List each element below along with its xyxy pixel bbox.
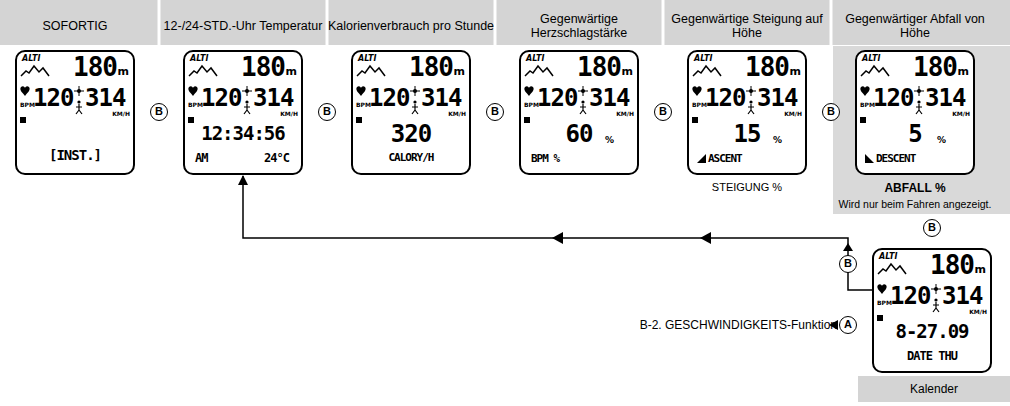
altitude-tag: ALTI (694, 55, 712, 63)
altitude-tag: ALTI (862, 55, 880, 63)
unit-label: m (790, 66, 801, 77)
lcd-screen: 12-/24-STD.-Uhr TemperaturALTI180mBPM120… (183, 50, 303, 175)
button-symbol: B (822, 103, 840, 121)
caption-text: STEIGUNG % (689, 182, 805, 193)
heart-rate-value: 120 (890, 284, 930, 308)
ride-only-panel (833, 46, 1010, 214)
lcd-screen: SOFORTIGALTI180mBPM120314KM/H[INST.] (15, 50, 135, 175)
speed-value: 314 (925, 86, 965, 110)
heart-rate-value: 120 (873, 86, 913, 110)
clock-value: 12:34:56 (185, 124, 301, 143)
altitude-value: 180 (930, 252, 974, 278)
button-symbol: B (486, 103, 504, 121)
calendar-band (858, 376, 1010, 402)
altitude-value: 180 (913, 54, 957, 80)
unit-label: BPM (877, 300, 892, 306)
unit-label: KM/H (952, 111, 970, 117)
calorie-value: 320 (353, 122, 469, 146)
mode-text: BPM % (531, 153, 559, 164)
lcd-screen: Gegenwärtige Steigung auf HöheALTI180mBP… (687, 50, 807, 175)
unit-label: m (975, 264, 986, 275)
unit-label: KM/H (448, 111, 466, 117)
speed-value: 314 (85, 86, 125, 110)
heart-rate-value: 120 (705, 86, 745, 110)
mode-text: [INST.] (17, 148, 133, 162)
button-symbol: B (150, 103, 168, 121)
mode-heading: Gegenwärtige Steigung auf Höhe (663, 3, 831, 49)
caption-text: ABFALL % (857, 182, 973, 194)
mode-text: AM (195, 152, 207, 164)
note-text: B-2. GESCHWINDIGKEITS-Funktion (640, 318, 837, 332)
speed-value: 314 (253, 86, 293, 110)
unit-label: KM/H (784, 111, 802, 117)
heart-rate-value: 120 (33, 86, 73, 110)
altitude-value: 180 (577, 54, 621, 80)
unit-label: KM/H (280, 111, 298, 117)
unit-label: BPM (692, 102, 707, 108)
unit-label: KM/H (112, 111, 130, 117)
unit-label: m (454, 66, 465, 77)
flow-connector (243, 176, 872, 290)
button-symbol: B (839, 255, 857, 273)
mode-heading: Kalender (860, 383, 1008, 395)
mode-text: CALORY/H (353, 152, 469, 163)
heart-rate-value: 120 (369, 86, 409, 110)
note-text: Wird nur beim Fahren angezeigt. (819, 199, 1010, 210)
heart-rate-value: 120 (537, 86, 577, 110)
altitude-value: 180 (409, 54, 453, 80)
altitude-value: 180 (73, 54, 117, 80)
mode-text: DATE THU (874, 350, 990, 362)
unit-label: BPM (20, 102, 35, 108)
unit-label: m (118, 66, 129, 77)
unit-label: m (286, 66, 297, 77)
unit-label: KM/H (616, 111, 634, 117)
altitude-tag: ALTI (358, 55, 376, 63)
unit-label: % (937, 136, 946, 145)
mode-heading: Kalorienverbrauch pro Stunde (327, 3, 495, 49)
button-symbol: B (318, 103, 336, 121)
mode-heading: SOFORTIG (0, 3, 159, 49)
mode-heading: 12-/24-STD.-Uhr Temperatur (159, 3, 327, 49)
speed-value: 314 (942, 284, 982, 308)
mode-heading: Gegenwärtiger Abfall von Höhe (831, 3, 999, 49)
lcd-screen: Gegenwärtiger Abfall von HöheALTI180mBPM… (855, 50, 975, 175)
altitude-tag: ALTI (526, 55, 544, 63)
speed-value: 314 (421, 86, 461, 110)
heart-rate-value: 120 (201, 86, 241, 110)
unit-label: BPM (188, 102, 203, 108)
percent-value: 5 (857, 122, 973, 146)
unit-label: m (622, 66, 633, 77)
altitude-tag: ALTI (879, 253, 897, 261)
altitude-value: 180 (241, 54, 285, 80)
percent-value: 15 (689, 122, 805, 146)
speed-value: 314 (757, 86, 797, 110)
altitude-tag: ALTI (190, 55, 208, 63)
unit-label: BPM (356, 102, 371, 108)
unit-label: m (958, 66, 969, 77)
speed-value: 314 (589, 86, 629, 110)
unit-label: % (773, 136, 782, 145)
lcd-screen: Kalorienverbrauch pro StundeALTI180mBPM1… (351, 50, 471, 175)
unit-label: KM/H (969, 309, 987, 315)
altitude-value: 180 (745, 54, 789, 80)
mode-heading: Gegenwärtige Herzschlagstärke (495, 3, 663, 49)
button-symbol: A (839, 316, 857, 334)
mode-text: ASCENT (697, 153, 742, 164)
percent-value: 60 (521, 122, 637, 146)
date-value: 8-27.09 (874, 322, 990, 341)
button-symbol: B (654, 103, 672, 121)
unit-label: BPM (860, 102, 875, 108)
mode-text: DESCENT (865, 153, 915, 164)
altitude-tag: ALTI (22, 55, 40, 63)
lcd-screen: KalenderALTI180mBPM120314KM/H8-27.09DATE… (872, 248, 992, 373)
button-symbol: B (923, 219, 941, 237)
lcd-screen: Gegenwärtige HerzschlagstärkeALTI180mBPM… (519, 50, 639, 175)
temperature-value: 24°C (264, 152, 289, 164)
unit-label: % (605, 136, 614, 145)
unit-label: BPM (524, 102, 539, 108)
